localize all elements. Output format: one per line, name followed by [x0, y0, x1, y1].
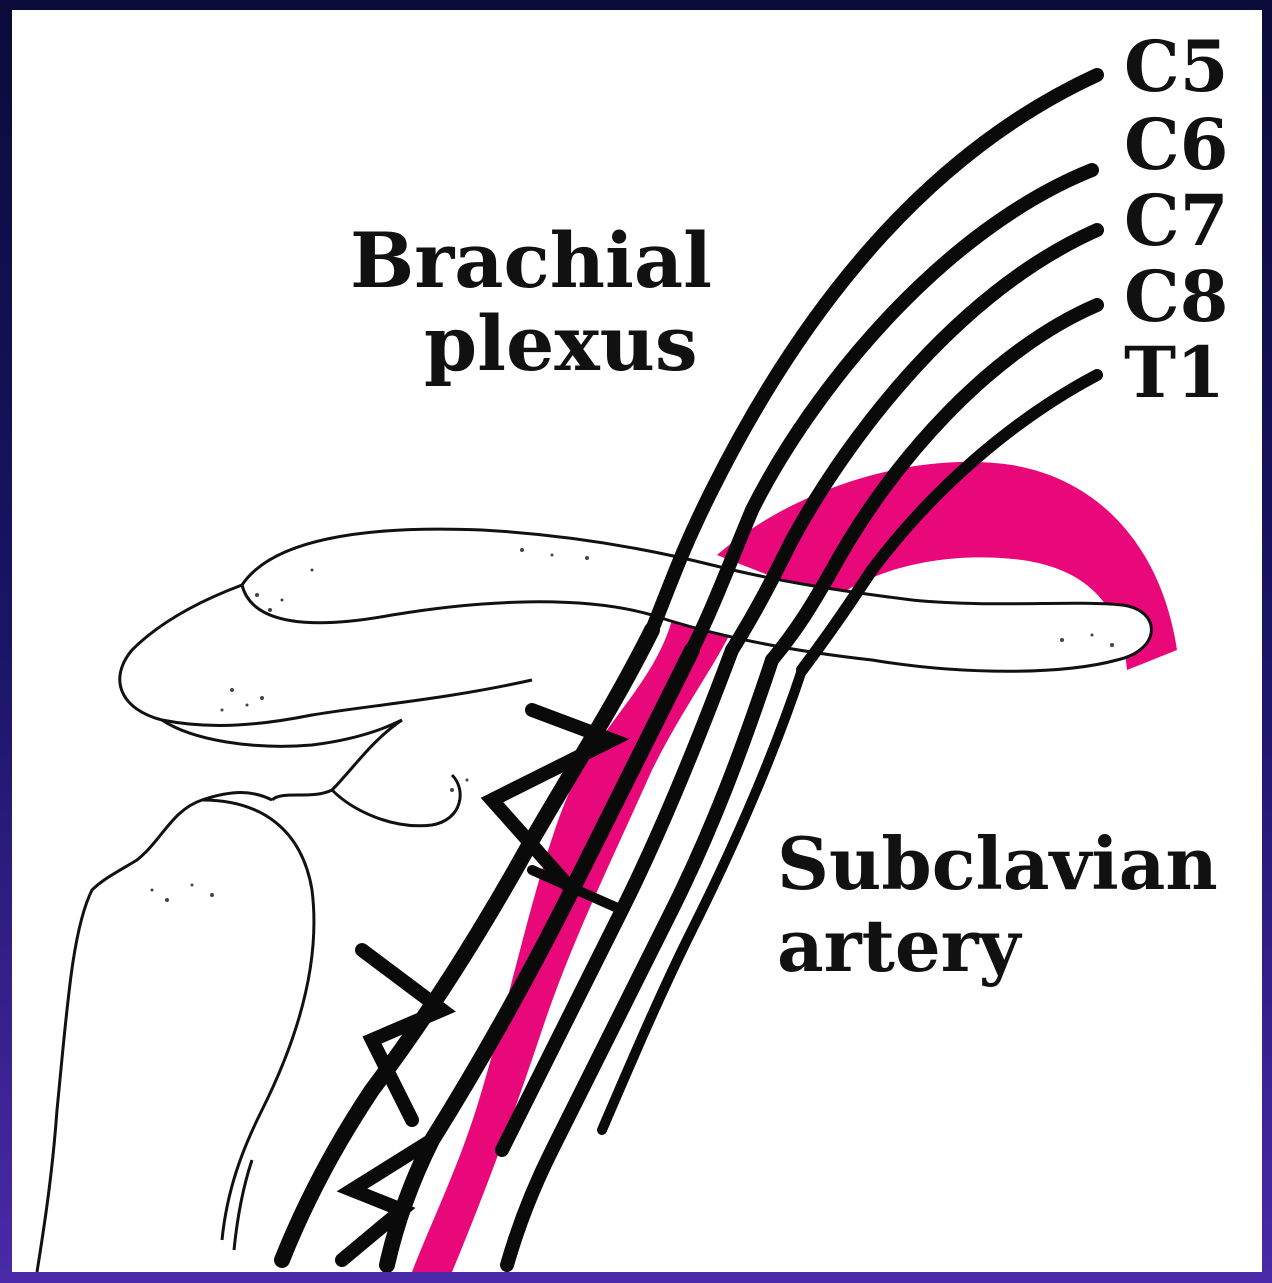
root-label-c5: C5 — [1124, 32, 1228, 102]
diagram-panel: Brachial plexus Subclavian artery C5 C6 … — [12, 10, 1262, 1272]
anatomy-illustration — [12, 10, 1262, 1272]
brachial-plexus-label-line2: plexus — [424, 306, 698, 382]
root-label-c6: C6 — [1124, 110, 1228, 180]
brachial-plexus-label-line1: Brachial — [350, 223, 712, 299]
subclavian-artery-label-line2: artery — [777, 910, 1020, 982]
root-label-c8: C8 — [1124, 262, 1228, 332]
root-label-c7: C7 — [1124, 186, 1228, 256]
subclavian-artery-label-line1: Subclavian — [777, 828, 1218, 900]
root-label-t1: T1 — [1124, 338, 1225, 408]
